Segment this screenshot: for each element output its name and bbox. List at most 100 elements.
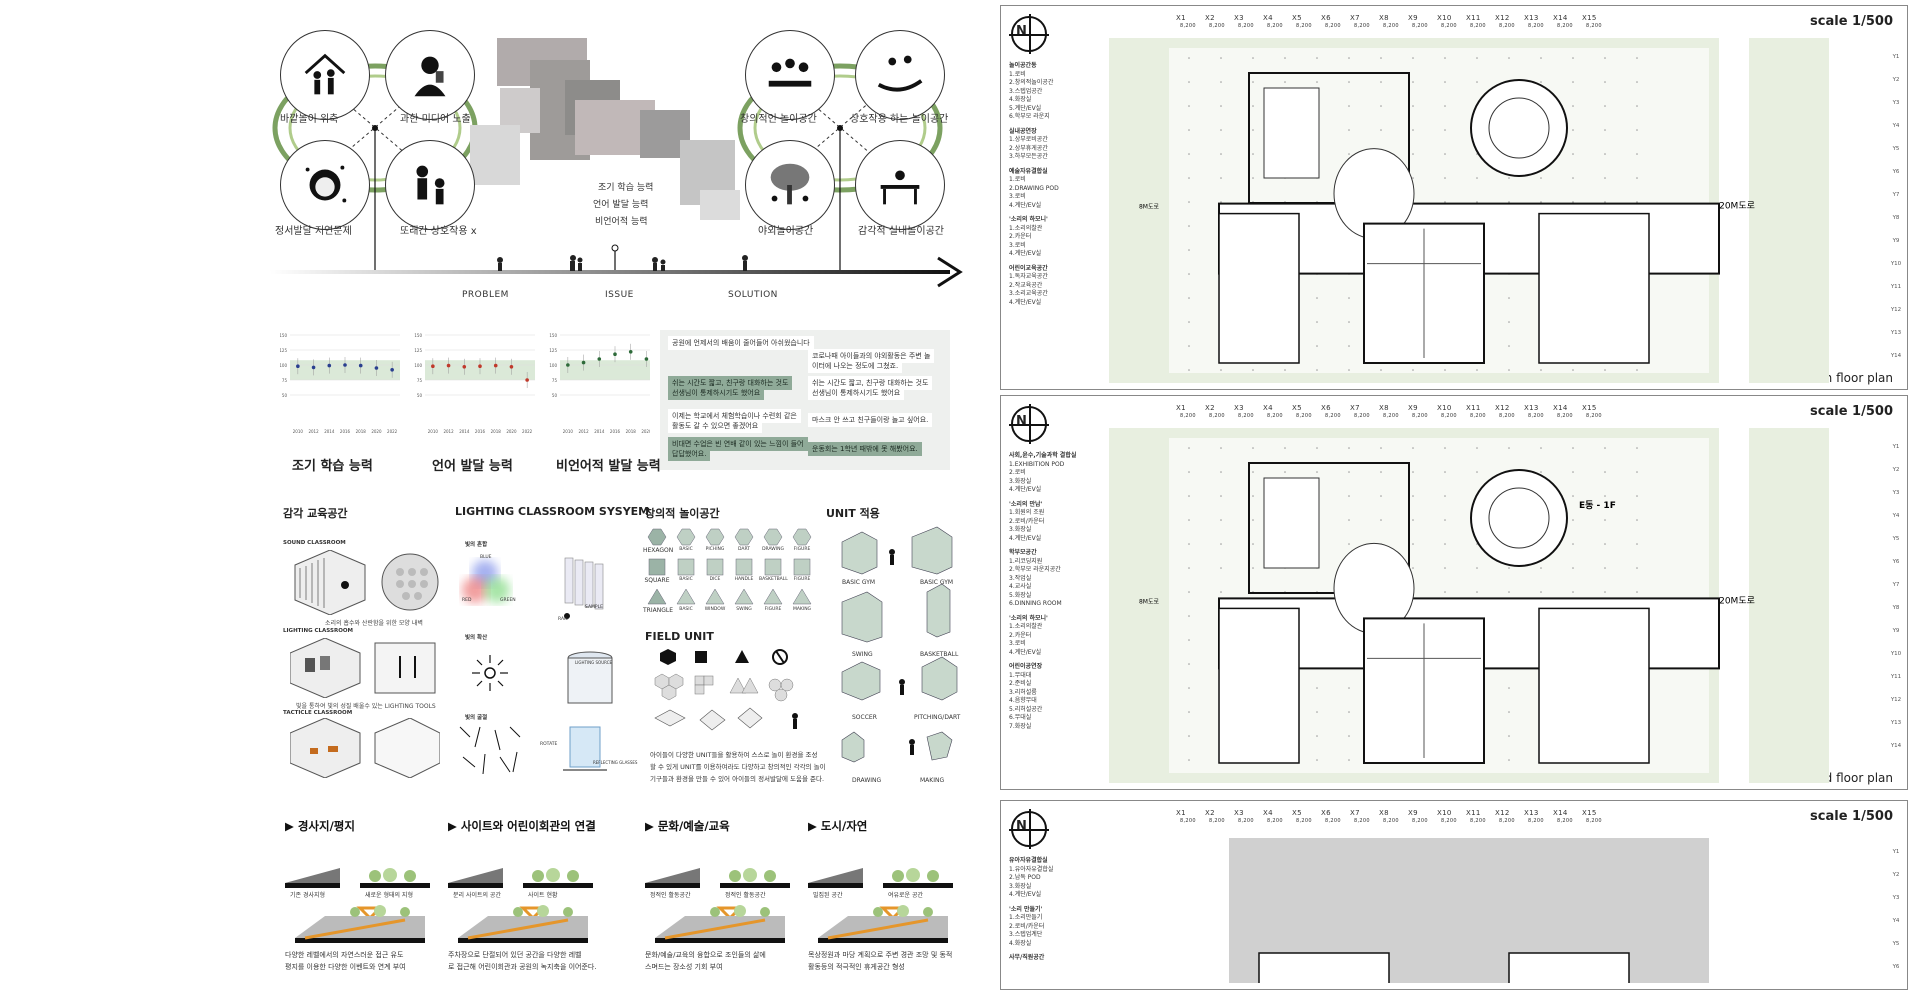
legend-item: 2.상부휴게공간 [1009, 144, 1048, 152]
axis-dim: 8,200 [1383, 23, 1399, 29]
axis-label: X7 [1350, 14, 1360, 22]
x-tick-label: 2022 [387, 429, 398, 434]
row-label: Y13 [1890, 330, 1902, 336]
bottom-text: 스며드는 장소성 기회 부여 [645, 963, 723, 971]
unit-shape [647, 588, 667, 605]
legend-item: 1.회원의 조원 [1009, 509, 1045, 516]
axis-label: X8 [1379, 809, 1389, 817]
legend-heading: 사무/직원공간 [1009, 954, 1045, 961]
row-label: Y3 [1892, 490, 1900, 496]
legend-item: 3.화장실 [1009, 477, 1032, 485]
section-title-creative: 창의적 놀이공간 [645, 507, 720, 520]
section-title-field: FIELD UNIT [645, 630, 714, 643]
bottom-text: 로 접근해 어린이회관과 공원의 녹지축을 이어준다. [448, 963, 597, 971]
lighting-sub: 빛의 혼합 [465, 542, 488, 548]
interview-message: 선생님이 통제하시기도 했어요 [808, 386, 905, 400]
axis-label: X3 [1234, 809, 1244, 817]
row-label: Y6 [1892, 559, 1900, 565]
axis-label: X14 [1553, 14, 1568, 22]
axis-label: X15 [1582, 404, 1597, 412]
solution-circle [745, 140, 835, 230]
axis-label: X7 [1350, 404, 1360, 412]
unit-shape [734, 588, 754, 605]
unit-shape [647, 528, 667, 546]
y-tick-label: 125 [549, 348, 557, 353]
axis-dim: 8,200 [1383, 413, 1399, 419]
bottom-caption: 분리 사이트의 공간 [453, 892, 501, 899]
axis-dim: 8,200 [1557, 413, 1573, 419]
row-label: Y13 [1890, 720, 1902, 726]
unit-shape [764, 558, 782, 576]
legend-item: 1.로비 [1009, 176, 1026, 183]
legend-item: 2.카운터 [1009, 233, 1032, 240]
legend-heading: 예술자유결합실 [1009, 167, 1048, 175]
unit-shape [677, 558, 695, 576]
data-point [597, 357, 602, 361]
row-label: Y8 [1892, 605, 1900, 611]
legend-item: 1.상부로비공간 [1009, 136, 1048, 143]
plan-title: 4th floor plan [1812, 371, 1893, 385]
plan-scale: scale 1/500 [1810, 404, 1893, 419]
legend-item: 4.계단/EV실 [1009, 298, 1042, 306]
bottom-caption: 여유로운 공간 [888, 892, 924, 899]
axis-dim: 8,200 [1586, 413, 1602, 419]
legend-item: 1.독자교육공간 [1009, 273, 1048, 280]
legend-item: 4.교사실 [1009, 583, 1032, 590]
chart-title: 언어 발달 능력 [432, 459, 513, 474]
legend-heading: 사회,윤수,기술과학 결합실 [1009, 452, 1077, 459]
x-tick-label: 2010 [293, 429, 304, 434]
data-point [327, 363, 332, 368]
legend-item: 3.하부모든공간 [1009, 153, 1048, 160]
legend-item: 3.화장실 [1009, 882, 1032, 890]
axis-label: X10 [1437, 404, 1452, 412]
north-arrow-icon: N [1009, 14, 1049, 54]
row-label: Y5 [1892, 536, 1900, 542]
row-label: Y3 [1892, 100, 1900, 106]
axis-label: X13 [1524, 404, 1539, 412]
axis-label: X4 [1263, 404, 1273, 412]
unit-application-drawings [841, 526, 958, 763]
unit-shape [763, 588, 783, 605]
axis-dim: 8,200 [1412, 413, 1428, 419]
road-label-left: 8M도로 [1139, 598, 1160, 605]
light-diffuse-diagram [472, 651, 613, 704]
x-tick-label: 2018 [491, 429, 502, 434]
solution-circle [745, 30, 835, 120]
data-point [431, 364, 435, 368]
legend-item: 6.DINNING ROOM [1009, 600, 1062, 607]
axis-dim: 8,200 [1267, 413, 1283, 419]
row-label: Y6 [1892, 169, 1900, 175]
row-label: Y12 [1890, 307, 1902, 313]
x-tick-label: 2020 [506, 429, 517, 434]
bottom-illustration [645, 868, 790, 943]
road-label-right: 20M도로 [1719, 596, 1755, 606]
legend-heading: 어린이공연장 [1009, 663, 1043, 670]
row-label: Y12 [1890, 697, 1902, 703]
unit-shape [792, 588, 812, 605]
row-label: Y10 [1890, 651, 1902, 657]
legend-item: 3.스텝업공간 [1009, 87, 1043, 95]
data-point [581, 360, 586, 365]
bottom-illustration [448, 868, 593, 943]
axis-label: X7 [1350, 809, 1360, 817]
unit-shape [705, 588, 725, 605]
problem-label: 정서발달 지연문제 [275, 226, 352, 237]
road-label-left: 8M도로 [1139, 204, 1160, 211]
bottom-text: 목상정원과 마당 계획으로 주변 경관 조망 및 동적 [808, 951, 953, 959]
axis-dim: 8,200 [1528, 413, 1544, 419]
interview-message: 선생님이 통제하시기도 했어요 [668, 386, 765, 400]
section-title-sensory: 감각 교육공간 [283, 507, 348, 520]
axis-dim: 8,200 [1441, 23, 1457, 29]
legend-item: 3.로비 [1009, 241, 1026, 249]
legend-item: 3.로비 [1009, 640, 1026, 647]
hand-kids-icon [877, 55, 923, 92]
x-tick-label: 2022 [522, 429, 533, 434]
legend-item: 3.리허설룸 [1009, 688, 1037, 696]
axis-dim: 8,200 [1238, 818, 1254, 824]
bottom-text: 주차장으로 단절되어 있던 공간을 다양한 레벨 [448, 951, 582, 959]
collage-photo [700, 190, 740, 220]
legend-item: 3.로비 [1009, 193, 1026, 200]
sample-tag: SAMPLE [585, 605, 603, 610]
row-label: Y7 [1892, 192, 1900, 198]
